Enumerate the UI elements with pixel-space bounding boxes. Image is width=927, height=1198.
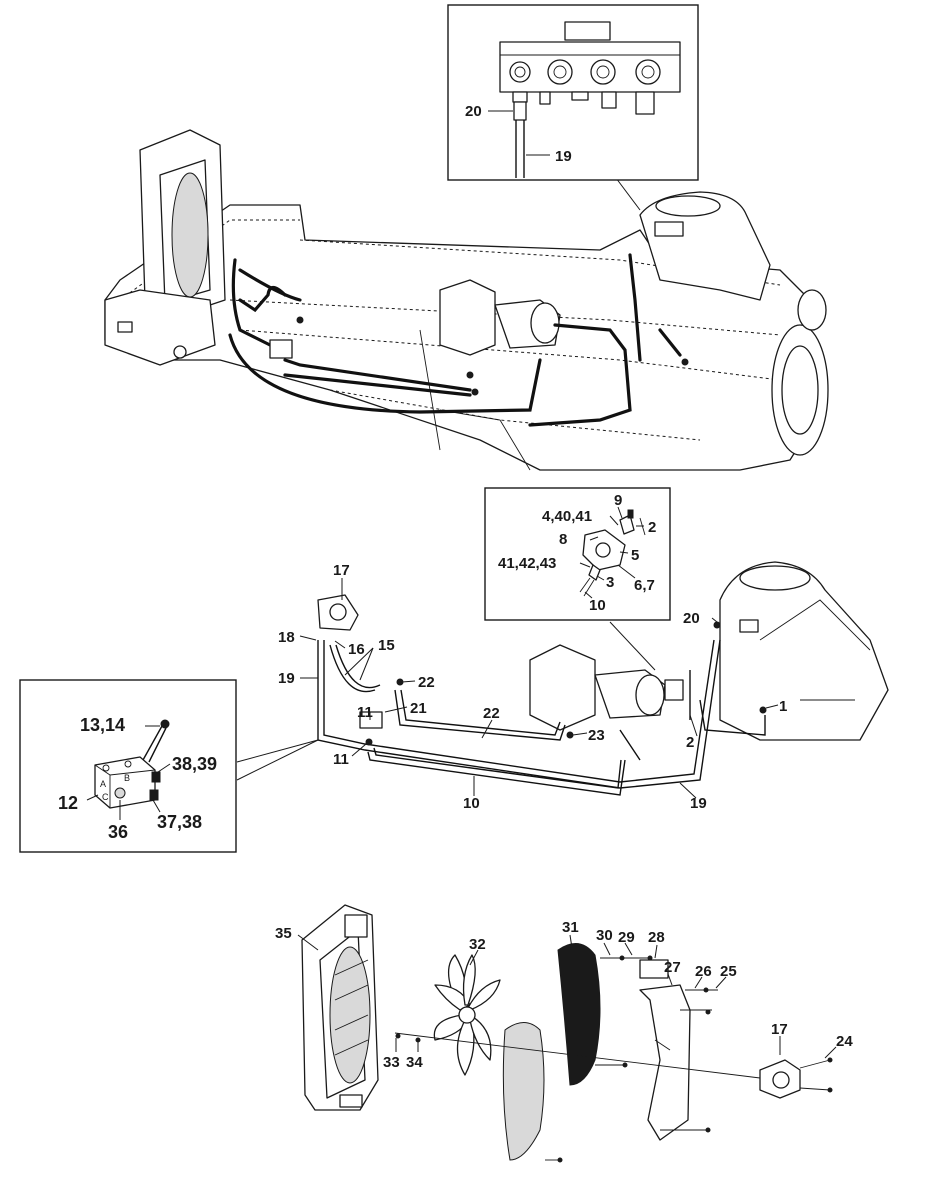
- callout-2-inset: 2: [648, 519, 656, 536]
- callout-21: 21: [410, 700, 427, 717]
- valve-detail-inset: 9 4,40,41 2 8 5 41,42,43 3 6,7 10: [484, 487, 671, 621]
- callout-10-inset: 10: [589, 597, 606, 614]
- callout-3: 3: [606, 574, 614, 591]
- callout-25: 25: [720, 963, 737, 980]
- callout-20-mid: 20: [683, 610, 700, 627]
- callout-5: 5: [631, 547, 639, 564]
- callout-19-lower: 19: [690, 795, 707, 812]
- callout-23: 23: [588, 727, 605, 744]
- callout-34: 34: [406, 1054, 423, 1071]
- callout-1: 1: [779, 698, 787, 715]
- callout-19-mid: 19: [278, 670, 295, 687]
- callout-12: 12: [58, 793, 78, 813]
- callout-2-mid: 2: [686, 734, 694, 751]
- block-marking-b: B: [124, 773, 130, 783]
- callout-30: 30: [596, 927, 613, 944]
- callout-4-40-41: 4,40,41: [542, 508, 592, 525]
- callout-13-14: 13,14: [80, 715, 125, 735]
- callout-29: 29: [618, 929, 635, 946]
- callout-24: 24: [836, 1033, 853, 1050]
- callout-17-bottom: 17: [771, 1021, 788, 1038]
- callout-26: 26: [695, 963, 712, 980]
- block-marking-a: A: [100, 779, 106, 789]
- frame-assembly-view: [104, 129, 829, 471]
- callout-32: 32: [469, 936, 486, 953]
- callout-16: 16: [348, 641, 365, 658]
- manifold-detail-inset: 20 19: [447, 4, 699, 181]
- callout-22-upper: 22: [418, 674, 435, 691]
- callout-35: 35: [275, 925, 292, 942]
- callout-11-upper: 11: [357, 704, 373, 721]
- callout-19-top: 19: [555, 148, 572, 165]
- callout-20-top: 20: [465, 103, 482, 120]
- callout-17-mid: 17: [333, 562, 350, 579]
- fan-blades: [433, 954, 501, 1076]
- callout-9: 9: [614, 492, 622, 509]
- valve-block-detail-inset: A B C 13,14 38,39 12 36 37,38: [19, 679, 237, 853]
- callout-38-39: 38,39: [172, 754, 217, 774]
- callout-22-lower: 22: [483, 705, 500, 722]
- callout-27: 27: [664, 959, 681, 976]
- callout-28: 28: [648, 929, 665, 946]
- callout-33: 33: [383, 1054, 400, 1071]
- callout-15: 15: [378, 637, 395, 654]
- callout-8: 8: [559, 531, 567, 548]
- callout-18: 18: [278, 629, 295, 646]
- callout-31: 31: [562, 919, 579, 936]
- callout-36: 36: [108, 822, 128, 842]
- block-marking-c: C: [102, 792, 109, 802]
- callout-6-7: 6,7: [634, 577, 655, 594]
- callout-37-38: 37,38: [157, 812, 202, 832]
- callout-11-lower: 11: [333, 751, 349, 768]
- callout-41-42-43: 41,42,43: [498, 555, 556, 572]
- hydraulic-circuit-view: 17 18 16 15 19 22 11 21 11 22 23 2 10 19…: [236, 561, 889, 812]
- callout-10-mid: 10: [463, 795, 480, 812]
- fan-exploded-view: 35 32 31 30 29 28 27 26 25 17 24 33 34: [275, 904, 853, 1163]
